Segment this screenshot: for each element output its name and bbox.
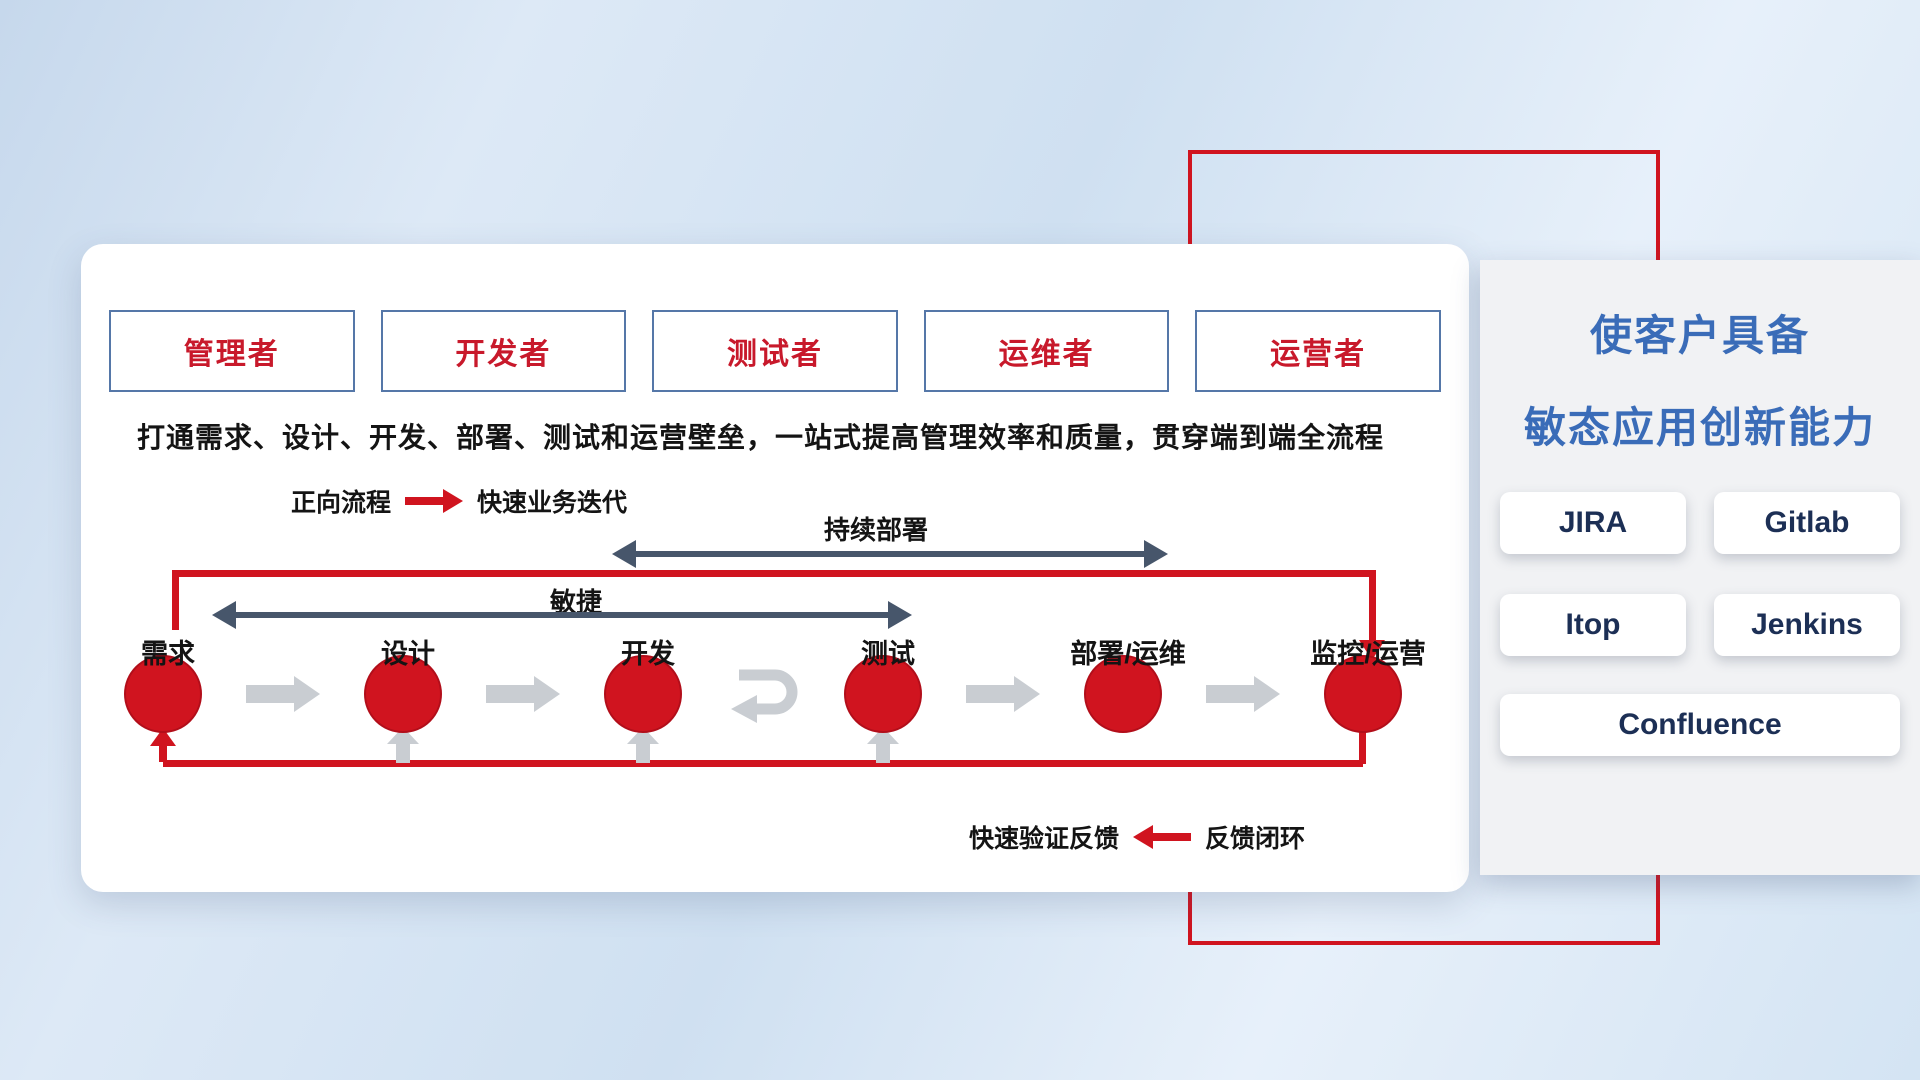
feedback-loop-line-bottom	[163, 760, 1363, 767]
role-box-tester: 测试者	[652, 310, 898, 392]
feedback-loop-line-right	[1359, 731, 1366, 764]
feedback-loop-line-left	[159, 744, 167, 762]
capability-panel: 使客户具备 敏态应用创新能力 JIRA Gitlab Itop Jenkins …	[1480, 260, 1920, 875]
devops-flow-card: 管理者 开发者 测试者 运维者 运营者 打通需求、设计、开发、部署、测试和运营壁…	[81, 244, 1469, 892]
flow-node-label-requirements: 需求	[141, 639, 195, 669]
tool-box-itop: Itop	[1500, 594, 1686, 656]
role-label: 运维者	[998, 338, 1095, 371]
role-label: 测试者	[726, 338, 823, 371]
flow-node-label-test: 测试	[861, 639, 915, 669]
flow-arrow-icon	[486, 676, 560, 712]
continuous-deploy-label: 持续部署	[823, 515, 928, 545]
role-box-manager: 管理者	[109, 310, 355, 392]
role-box-operator: 运营者	[1195, 310, 1441, 392]
agile-arrow-icon	[212, 601, 912, 629]
tool-box-gitlab: Gitlab	[1714, 492, 1900, 554]
role-box-developer: 开发者	[380, 310, 627, 392]
feedback-arrow-icon	[1133, 825, 1192, 849]
forward-loop-line-left	[172, 570, 179, 630]
forward-loop-line-right	[1369, 570, 1376, 642]
role-label: 开发者	[455, 338, 552, 371]
flow-node-label-monitor-operate: 监控/运营	[1310, 639, 1426, 669]
panel-title-line1: 使客户具备	[1589, 312, 1810, 359]
feedback-legend: 快速验证反馈 反馈闭环	[969, 820, 1305, 854]
roles-row: 管理者 开发者 测试者 运维者 运营者	[109, 310, 1441, 392]
flow-node-label-design: 设计	[381, 639, 435, 669]
flow-node-label-develop: 开发	[621, 639, 675, 669]
forward-loop-line-top	[172, 570, 1372, 577]
flow-node-label-deploy-ops: 部署/运维	[1070, 639, 1186, 669]
role-label: 管理者	[183, 338, 280, 371]
feedback-legend-text: 反馈闭环	[1205, 825, 1306, 853]
forward-flow-label: 正向流程	[291, 489, 392, 517]
flow-node-circle-design	[364, 655, 442, 733]
role-label: 运营者	[1270, 338, 1367, 371]
feedback-legend-label: 快速验证反馈	[969, 825, 1120, 853]
subtitle: 打通需求、设计、开发、部署、测试和运营壁垒，一站式提高管理效率和质量，贯穿端到端…	[137, 422, 1385, 453]
tool-box-jira: JIRA	[1500, 492, 1686, 554]
flow-node-circle-deploy-ops	[1084, 655, 1162, 733]
flow-node-circle-develop	[604, 655, 682, 733]
tool-box-jenkins: Jenkins	[1714, 594, 1900, 656]
flow-node-circle-test	[844, 655, 922, 733]
flow-arrow-icon	[246, 676, 320, 712]
flow-node-circle-requirements	[124, 655, 202, 733]
tool-box-confluence: Confluence	[1500, 694, 1900, 756]
role-box-ops: 运维者	[923, 310, 1170, 392]
forward-arrow-icon	[405, 489, 464, 513]
panel-title-line2: 敏态应用创新能力	[1523, 404, 1876, 451]
forward-flow-legend: 正向流程 快速业务迭代	[291, 484, 627, 518]
iteration-loop-icon	[731, 669, 798, 723]
flow-node-circle-monitor-operate	[1324, 655, 1402, 733]
continuous-deploy-arrow-icon	[612, 540, 1168, 568]
forward-flow-text: 快速业务迭代	[477, 489, 628, 517]
flow-arrow-icon	[1206, 676, 1280, 712]
flow-arrow-icon	[966, 676, 1040, 712]
